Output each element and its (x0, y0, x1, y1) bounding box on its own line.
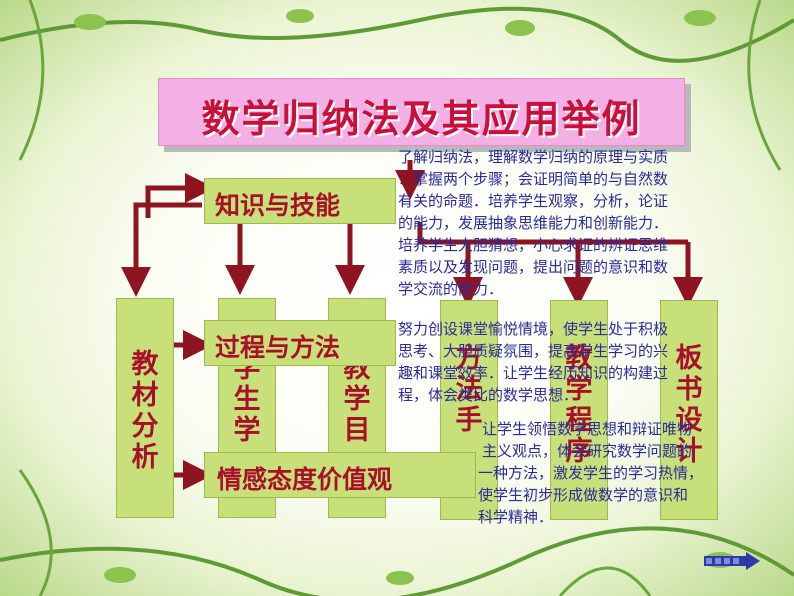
column-board-design: 板 书 设 计 (660, 300, 718, 520)
column-char: 生 (233, 384, 261, 415)
description-line: 学交流的能力． (398, 280, 504, 298)
goal-label: 情感态度价值观 (217, 465, 393, 494)
description-line: 的能力，发展抽象思维能力和创新能力． (398, 214, 669, 232)
column-char: 法 (455, 374, 483, 405)
description-line: 让学生领悟数学思想和辩证唯物 (482, 420, 693, 438)
description-line: 培养学生大胆猜想，小心求证的辨证思维 (398, 236, 669, 254)
column-char: 教 (565, 343, 593, 374)
column-char: 学 (565, 374, 593, 405)
column-char: 教 (131, 349, 159, 380)
column-char: 学 (233, 415, 261, 446)
next-arrow-icon[interactable] (704, 552, 760, 570)
column-char: 目 (343, 415, 371, 446)
description-line: ．掌握两个步骤；会证明简单的与自然数 (398, 170, 669, 188)
description-line: 有关的命题．培养学生观察，分析，论证 (398, 192, 669, 210)
column-char: 书 (675, 374, 703, 405)
column-char: 计 (675, 436, 703, 467)
description-knowledge: 了解归纳法，理解数学归纳的原理与实质 ．掌握两个步骤；会证明简单的与自然数 有关… (398, 146, 668, 300)
column-char: 析 (131, 442, 159, 473)
column-char: 程 (565, 405, 593, 436)
column-char: 板 (675, 343, 703, 374)
page-title: 数学归纳法及其应用举例 (201, 96, 642, 141)
column-char: 设 (675, 405, 703, 436)
column-char: 手 (455, 405, 483, 436)
column-char: 材 (131, 380, 159, 411)
column-char: 方 (455, 343, 483, 374)
description-line: 使学生初步形成做数学的意识和 (478, 486, 689, 504)
description-line: 了解归纳法，理解数学归纳的原理与实质 (398, 148, 669, 166)
description-line: 趣和课堂效率．让学生经历知识的构建过 (398, 364, 669, 382)
column-textbook-analysis: 教 材 分 析 (116, 298, 174, 518)
column-char: 分 (131, 411, 159, 442)
goal-label: 过程与方法 (215, 333, 341, 362)
goal-label: 知识与技能 (215, 191, 341, 220)
column-char: 学 (343, 384, 371, 415)
column-procedure: 教 学 程 序 (550, 300, 608, 520)
column-char: 序 (565, 436, 593, 467)
description-line: 努力创设课堂愉悦情境，使学生处于积极 (398, 320, 669, 338)
goal-emotion-values: 情感态度价值观 (204, 452, 476, 498)
description-line: 一种方法，激发学生的学习热情， (478, 464, 704, 482)
description-emotion: 让学生领悟数学思想和辩证唯物 主义观点，体会研究数学问题的 一种方法，激发学生的… (478, 418, 703, 528)
description-process: 努力创设课堂愉悦情境，使学生处于积极 思考、大胆质疑氛围，提高学生学习的兴 趣和… (398, 318, 668, 406)
goal-knowledge-skills: 知识与技能 (204, 178, 396, 224)
description-line: 主义观点，体会研究数学问题的 (482, 442, 693, 460)
description-line: 科学精神． (478, 508, 554, 526)
title-banner: 数学归纳法及其应用举例 (158, 78, 685, 146)
description-line: 思考、大胆质疑氛围，提高学生学习的兴 (398, 342, 669, 360)
goal-process-method: 过程与方法 (204, 320, 396, 366)
description-line: 素质以及发现问题，提出问题的意识和数 (398, 258, 669, 276)
description-line: 程，体会类比的数学思想． (398, 386, 579, 404)
